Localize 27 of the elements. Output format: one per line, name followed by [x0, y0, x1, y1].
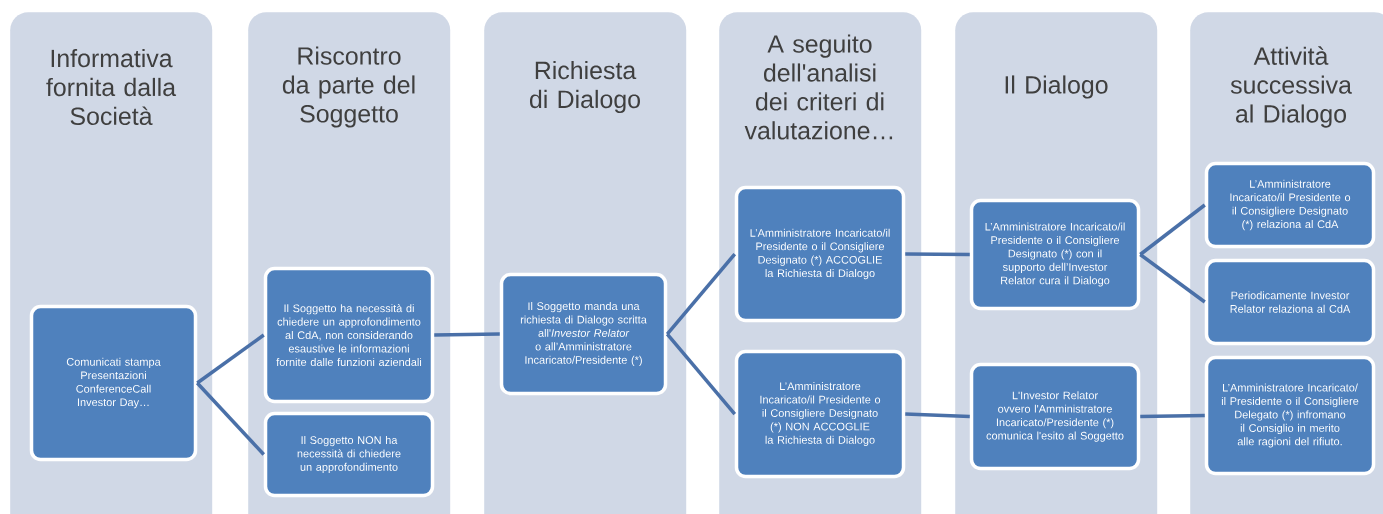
- connector-line: [1140, 413, 1205, 419]
- process-box: L'Investor Relator ovvero l'Amministratore Incaricato/Presidente (*) comunica l'esito al Soggetto: [969, 362, 1141, 471]
- process-box: L’Amministratore Incaricato/il Presidente o il Consigliere Designato (*) con il supporto dell’Investor Relator cura il Dialogo: [969, 198, 1141, 311]
- column-heading: Riscontro da parte del Soggetto: [282, 46, 415, 128]
- connector-line: [195, 381, 266, 456]
- process-box: Comunicati stampa Presentazioni ConferenceCall Investor Day…: [29, 304, 198, 462]
- process-box: Periodicamente Investor Relator relaziona al CdA: [1204, 258, 1376, 346]
- column-heading: Richiesta di Dialogo: [530, 60, 640, 114]
- connector-line: [665, 252, 737, 336]
- process-box: Il Soggetto ha necessità di chiedere un approfondimento al CdA, non considerando esaustive le informazioni fornite dalle funzioni aziendali: [263, 266, 435, 404]
- process-box: Il Soggetto NON ha necessità di chiedere un approfondimento: [263, 411, 435, 498]
- process-box: L’Amministratore Incaricato/il Presidente o il Consigliere Designato (*) ACCOGLIE la Richiesta di Dialogo: [734, 185, 906, 323]
- process-box: L’Amministratore Incaricato/ il Presidente o il Consigliere Delegato (*) infromano il Consiglio in merito alle ragioni del rifiuto.: [1204, 355, 1376, 476]
- column-heading: Informativa fornita dalla Società: [46, 48, 177, 126]
- connector-line: [196, 333, 265, 385]
- column-heading: A seguito dell'analisi dei criteri di valutazione…: [744, 34, 893, 140]
- connector-line: [1139, 253, 1206, 304]
- column-heading: Il Dialogo: [1005, 75, 1108, 99]
- connector-line: [1139, 203, 1206, 256]
- process-box: Il Soggetto manda una richiesta di Dialogo scritta all'Investor Relator o all’Amministratore Incaricato/Presidente (*): [499, 272, 668, 396]
- connector-line: [905, 252, 970, 257]
- connector-line: [434, 332, 500, 337]
- connector-line: [905, 412, 970, 419]
- connector-line: [665, 332, 737, 416]
- process-box: L’Amministratore Incaricato/il Presidente o il Consigliere Designato (*) relaziona al CdA: [1204, 161, 1376, 249]
- process-box: L’Amministratore Incaricato/il Presidente o il Consigliere Designato (*) NON ACCOGLIE la Richiesta di Dialogo: [734, 349, 906, 479]
- column-heading: Attività successiva al Dialogo: [1230, 46, 1352, 128]
